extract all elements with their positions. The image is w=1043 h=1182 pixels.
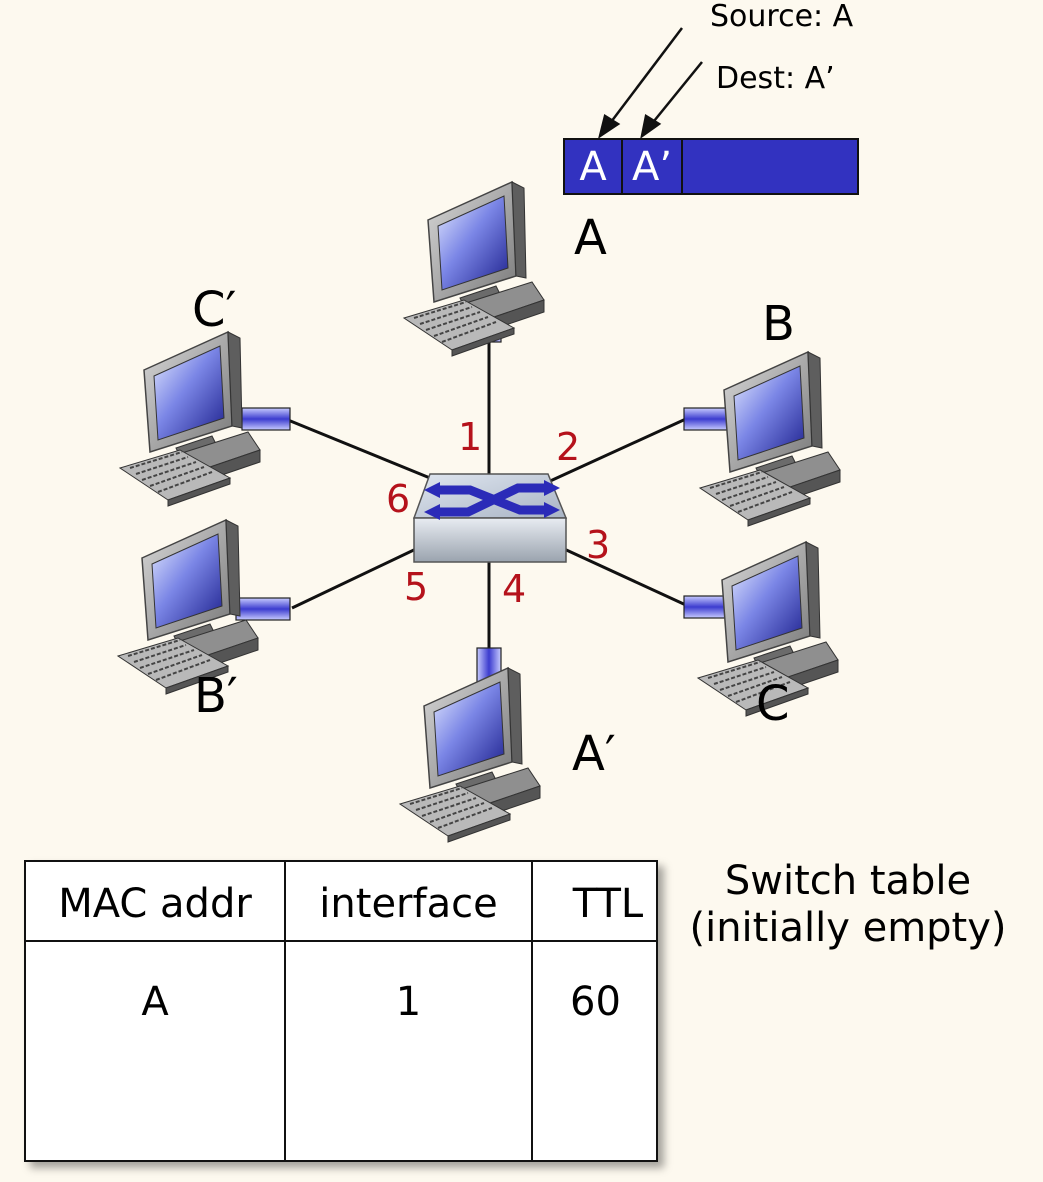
header-divider xyxy=(26,940,656,942)
port-number-2: 2 xyxy=(556,425,581,469)
link-port-6 xyxy=(287,418,431,480)
host-label-a-prime: A′ xyxy=(572,726,616,782)
link-port-5 xyxy=(291,546,419,610)
switch-icon xyxy=(412,473,568,563)
ethernet-frame: A A’ xyxy=(563,138,859,195)
host-label-c: C xyxy=(756,676,790,732)
row-1-interface: 1 xyxy=(395,979,422,1025)
link-port-3 xyxy=(561,546,689,608)
frame-annotation-arrows xyxy=(598,27,703,139)
column-divider xyxy=(531,862,533,1160)
dest-arrow xyxy=(649,61,703,127)
port-number-1: 1 xyxy=(458,415,483,459)
link-port-2 xyxy=(547,416,689,484)
caption-line-2: (initially empty) xyxy=(689,905,1007,952)
host-label-c-prime: C′ xyxy=(192,282,237,338)
host-label-a: A xyxy=(574,210,607,266)
port-number-3: 3 xyxy=(586,523,611,567)
source-annotation: Source: A xyxy=(710,0,854,34)
header-mac-addr: MAC addr xyxy=(58,881,252,927)
switch-table: MAC addr interface TTL A 1 60 xyxy=(24,860,658,1162)
header-interface: interface xyxy=(319,881,498,927)
frame-dest-field: A’ xyxy=(623,140,683,193)
network-links xyxy=(287,340,689,650)
header-ttl: TTL xyxy=(572,881,644,927)
row-1-ttl: 60 xyxy=(570,979,621,1025)
dest-annotation: Dest: A’ xyxy=(716,61,835,96)
source-arrow xyxy=(607,27,683,127)
column-divider xyxy=(284,862,286,1160)
port-number-4: 4 xyxy=(502,567,527,611)
row-1-mac: A xyxy=(141,979,169,1025)
caption-line-1: Switch table xyxy=(724,858,972,904)
computer-icon-b xyxy=(699,351,841,527)
port-number-6: 6 xyxy=(386,477,411,521)
host-label-b-prime: B′ xyxy=(194,668,238,724)
frame-source-field: A xyxy=(565,140,623,193)
computer-icon-a xyxy=(403,181,545,357)
port-number-5: 5 xyxy=(404,565,429,609)
switch-table-caption: Switch table (initially empty) xyxy=(656,858,1040,952)
computer-icon-a-prime xyxy=(399,667,541,843)
computer-icon-c-prime xyxy=(119,331,261,507)
host-label-b: B xyxy=(762,296,795,352)
